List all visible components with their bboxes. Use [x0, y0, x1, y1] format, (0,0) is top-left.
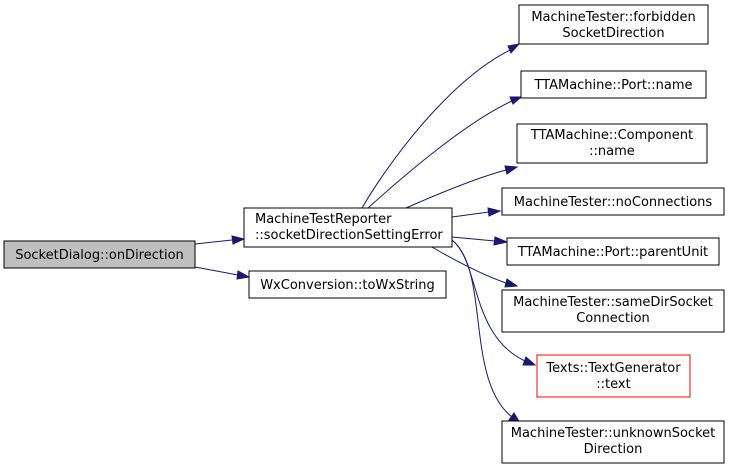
node-label-line2: ::socketDirectionSettingError	[255, 228, 443, 243]
node-ttamachine-component-name[interactable]: TTAMachine::Component ::name	[516, 123, 708, 164]
node-label: TTAMachine::Port::name	[533, 78, 692, 93]
node-ttamachine-port-name[interactable]: TTAMachine::Port::name	[520, 70, 707, 99]
edge-reporter-to-parentunit	[451, 236, 509, 246]
node-label-line1: MachineTester::unknownSocket	[511, 426, 715, 441]
node-machinetestreporter-socketdirectionsettingerror[interactable]: MachineTestReporter ::socketDirectionSet…	[243, 207, 453, 248]
node-label-line1: TTAMachine::Component	[530, 128, 693, 143]
node-label-line2: Direction	[584, 442, 643, 457]
edge-reporter-to-noconnections	[451, 207, 502, 218]
node-machinetester-unknownsocketdirection[interactable]: MachineTester::unknownSocket Direction	[501, 420, 725, 464]
node-machinetester-forbiddensocketdirection[interactable]: MachineTester::forbidden SocketDirection	[518, 4, 709, 45]
edge-reporter-to-forbidden	[361, 43, 521, 209]
edge-reporter-to-portname	[367, 96, 523, 209]
node-label-line1: Texts::TextGenerator	[545, 361, 681, 376]
node-socketdialog-ondirection[interactable]: SocketDialog::onDirection	[3, 240, 196, 269]
node-label-line2: ::name	[589, 144, 635, 159]
node-label: MachineTester::noConnections	[514, 195, 713, 210]
edge-socketdialog-to-reporter	[194, 235, 246, 245]
node-ttamachine-port-parentunit[interactable]: TTAMachine::Port::parentUnit	[506, 237, 720, 266]
edge-reporter-to-componentname	[405, 165, 519, 209]
node-label-line2: ::text	[596, 377, 630, 392]
node-label-line2: SocketDirection	[562, 26, 664, 41]
node-machinetester-noconnections[interactable]: MachineTester::noConnections	[501, 187, 725, 216]
node-machinetester-samedirsocketconnection[interactable]: MachineTester::sameDirSocket Connection	[501, 289, 725, 333]
node-label-line1: MachineTester::sameDirSocket	[513, 295, 713, 310]
node-label-line2: Connection	[576, 311, 650, 326]
node-label: TTAMachine::Port::parentUnit	[517, 245, 708, 260]
node-label: WxConversion::toWxString	[260, 278, 435, 293]
edge-socketdialog-to-wxconversion	[194, 266, 251, 280]
node-label-line1: MachineTestReporter	[255, 212, 392, 227]
node-wxconversion-towxstring[interactable]: WxConversion::toWxString	[248, 270, 447, 299]
node-label-line1: MachineTester::forbidden	[531, 10, 695, 25]
node-texts-textgenerator-text[interactable]: Texts::TextGenerator ::text	[536, 354, 691, 398]
node-label: SocketDialog::onDirection	[15, 248, 184, 263]
